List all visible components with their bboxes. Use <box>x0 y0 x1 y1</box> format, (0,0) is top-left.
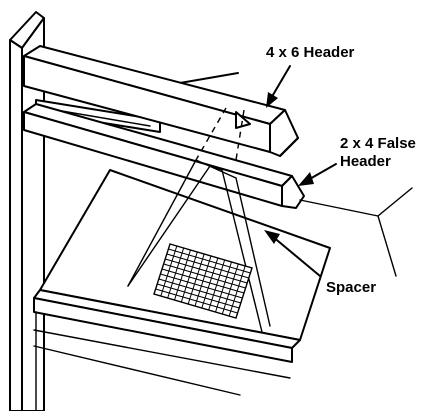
vent-grille <box>153 243 253 319</box>
callout-spacer: Spacer <box>264 230 376 296</box>
label-false-header-line2: Header <box>340 153 391 170</box>
label-header: 4 x 6 Header <box>266 44 355 61</box>
callout-header: 4 x 6 Header <box>266 44 355 108</box>
label-false-header-line1: 2 x 4 False <box>340 135 416 152</box>
header-beam-4x6 <box>23 45 299 157</box>
callout-false-header: 2 x 4 False Header <box>298 135 416 186</box>
label-spacer: Spacer <box>326 279 376 296</box>
ceiling-extension <box>299 187 413 277</box>
spacer-wedges <box>127 107 271 333</box>
